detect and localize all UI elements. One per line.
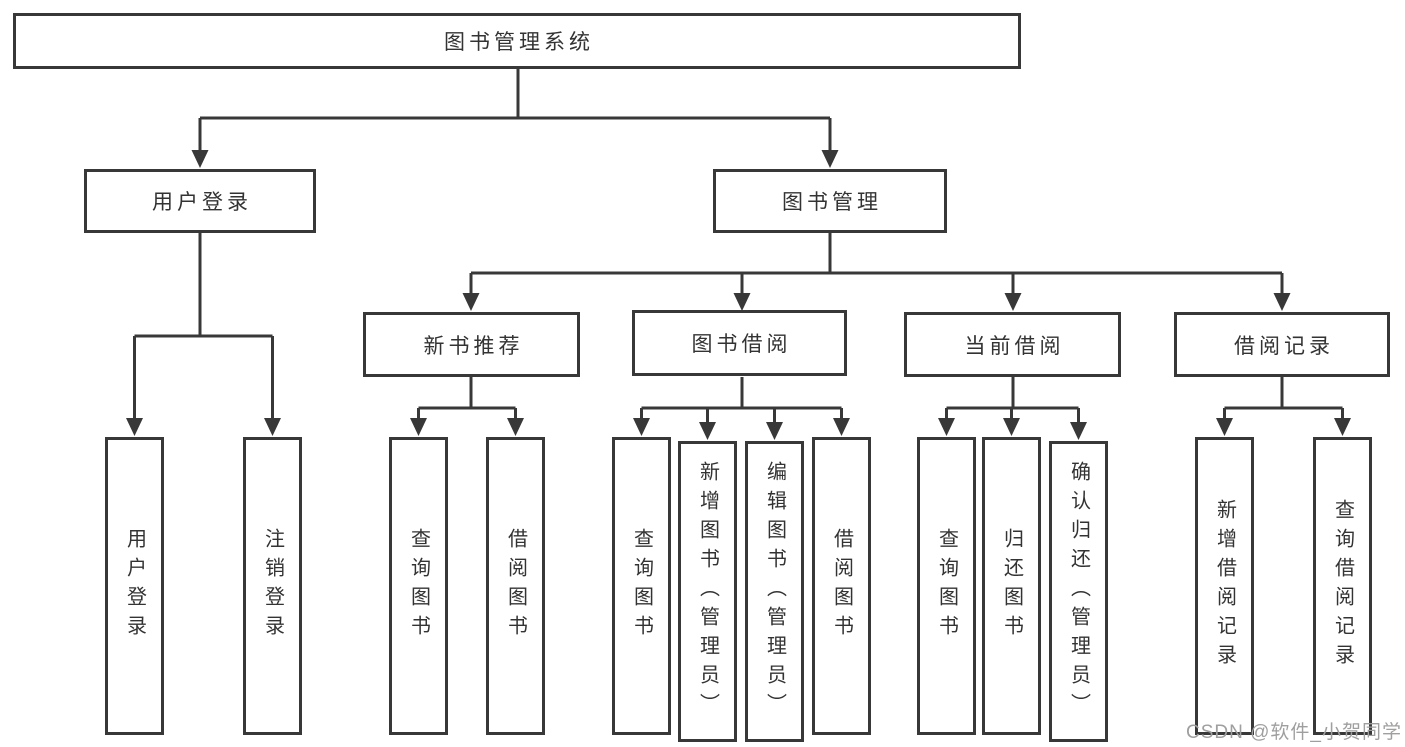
arrowhead xyxy=(1070,422,1087,440)
leaf-add-books-admin-label: 新增图书（管理员） xyxy=(696,461,719,722)
leaf-borrow-books-recommend: 借阅图书 xyxy=(486,437,545,735)
leaf-query-books-recommend: 查询图书 xyxy=(389,437,448,735)
leaf-confirm-return-admin: 确认归还（管理员） xyxy=(1049,441,1108,742)
leaf-query-borrow-record: 查询借阅记录 xyxy=(1313,437,1372,735)
leaf-query-borrow-record-label: 查询借阅记录 xyxy=(1331,499,1354,673)
leaf-add-borrow-record-label: 新增借阅记录 xyxy=(1213,499,1236,673)
leaf-return-books-label: 归还图书 xyxy=(1000,528,1023,644)
leaf-user-login: 用户登录 xyxy=(105,437,164,735)
node-book-management: 图书管理 xyxy=(713,169,947,233)
node-borrow-record: 借阅记录 xyxy=(1174,312,1390,377)
leaf-return-books: 归还图书 xyxy=(982,437,1041,735)
arrowhead xyxy=(507,418,524,436)
leaf-add-borrow-record: 新增借阅记录 xyxy=(1195,437,1254,735)
csdn-watermark: CSDN @软件_小贺同学 xyxy=(1186,722,1402,743)
leaf-query-books-recommend-label: 查询图书 xyxy=(407,528,430,644)
arrowhead xyxy=(938,418,955,436)
node-user-login-label: 用户登录 xyxy=(152,191,252,214)
arrowhead xyxy=(126,418,143,436)
arrowhead xyxy=(462,293,480,311)
node-book-management-label: 图书管理 xyxy=(782,191,882,214)
arrowhead xyxy=(766,422,783,440)
leaf-query-books-current: 查询图书 xyxy=(917,437,976,735)
node-borrow-record-label: 借阅记录 xyxy=(1234,334,1334,358)
arrowhead xyxy=(191,150,209,168)
arrowhead xyxy=(1003,418,1020,436)
node-user-login: 用户登录 xyxy=(84,169,316,233)
leaf-confirm-return-admin-label: 确认归还（管理员） xyxy=(1067,461,1090,722)
leaf-borrow-books-label: 借阅图书 xyxy=(830,528,853,644)
leaf-add-books-admin: 新增图书（管理员） xyxy=(678,441,737,742)
arrowhead xyxy=(264,418,281,436)
node-current-borrow-label: 当前借阅 xyxy=(964,334,1065,358)
leaf-edit-books-admin-label: 编辑图书（管理员） xyxy=(763,461,786,722)
node-new-book-recommend-label: 新书推荐 xyxy=(423,334,524,358)
arrowhead xyxy=(1273,293,1291,311)
arrowhead xyxy=(410,418,427,436)
leaf-query-books-borrow-label: 查询图书 xyxy=(630,528,653,644)
arrowhead xyxy=(1216,418,1233,436)
leaf-logout-login-label: 注销登录 xyxy=(261,528,284,644)
node-root: 图书管理系统 xyxy=(13,13,1021,69)
node-current-borrow: 当前借阅 xyxy=(904,312,1121,377)
node-book-borrow-label: 图书借阅 xyxy=(691,333,792,356)
leaf-user-login-label: 用户登录 xyxy=(123,528,146,644)
leaf-query-books-current-label: 查询图书 xyxy=(935,528,958,644)
arrowhead xyxy=(833,418,850,436)
leaf-edit-books-admin: 编辑图书（管理员） xyxy=(745,441,804,742)
arrowhead xyxy=(1004,293,1022,311)
arrowhead xyxy=(1334,418,1351,436)
arrowhead xyxy=(733,293,751,311)
arrowhead xyxy=(821,150,839,168)
leaf-borrow-books-recommend-label: 借阅图书 xyxy=(504,528,527,644)
arrowhead xyxy=(633,418,650,436)
leaf-borrow-books: 借阅图书 xyxy=(812,437,871,735)
node-new-book-recommend: 新书推荐 xyxy=(363,312,580,377)
node-root-label: 图书管理系统 xyxy=(444,31,594,54)
arrowhead xyxy=(699,422,716,440)
leaf-query-books-borrow: 查询图书 xyxy=(612,437,671,735)
node-book-borrow: 图书借阅 xyxy=(632,310,847,376)
leaf-logout-login: 注销登录 xyxy=(243,437,302,735)
